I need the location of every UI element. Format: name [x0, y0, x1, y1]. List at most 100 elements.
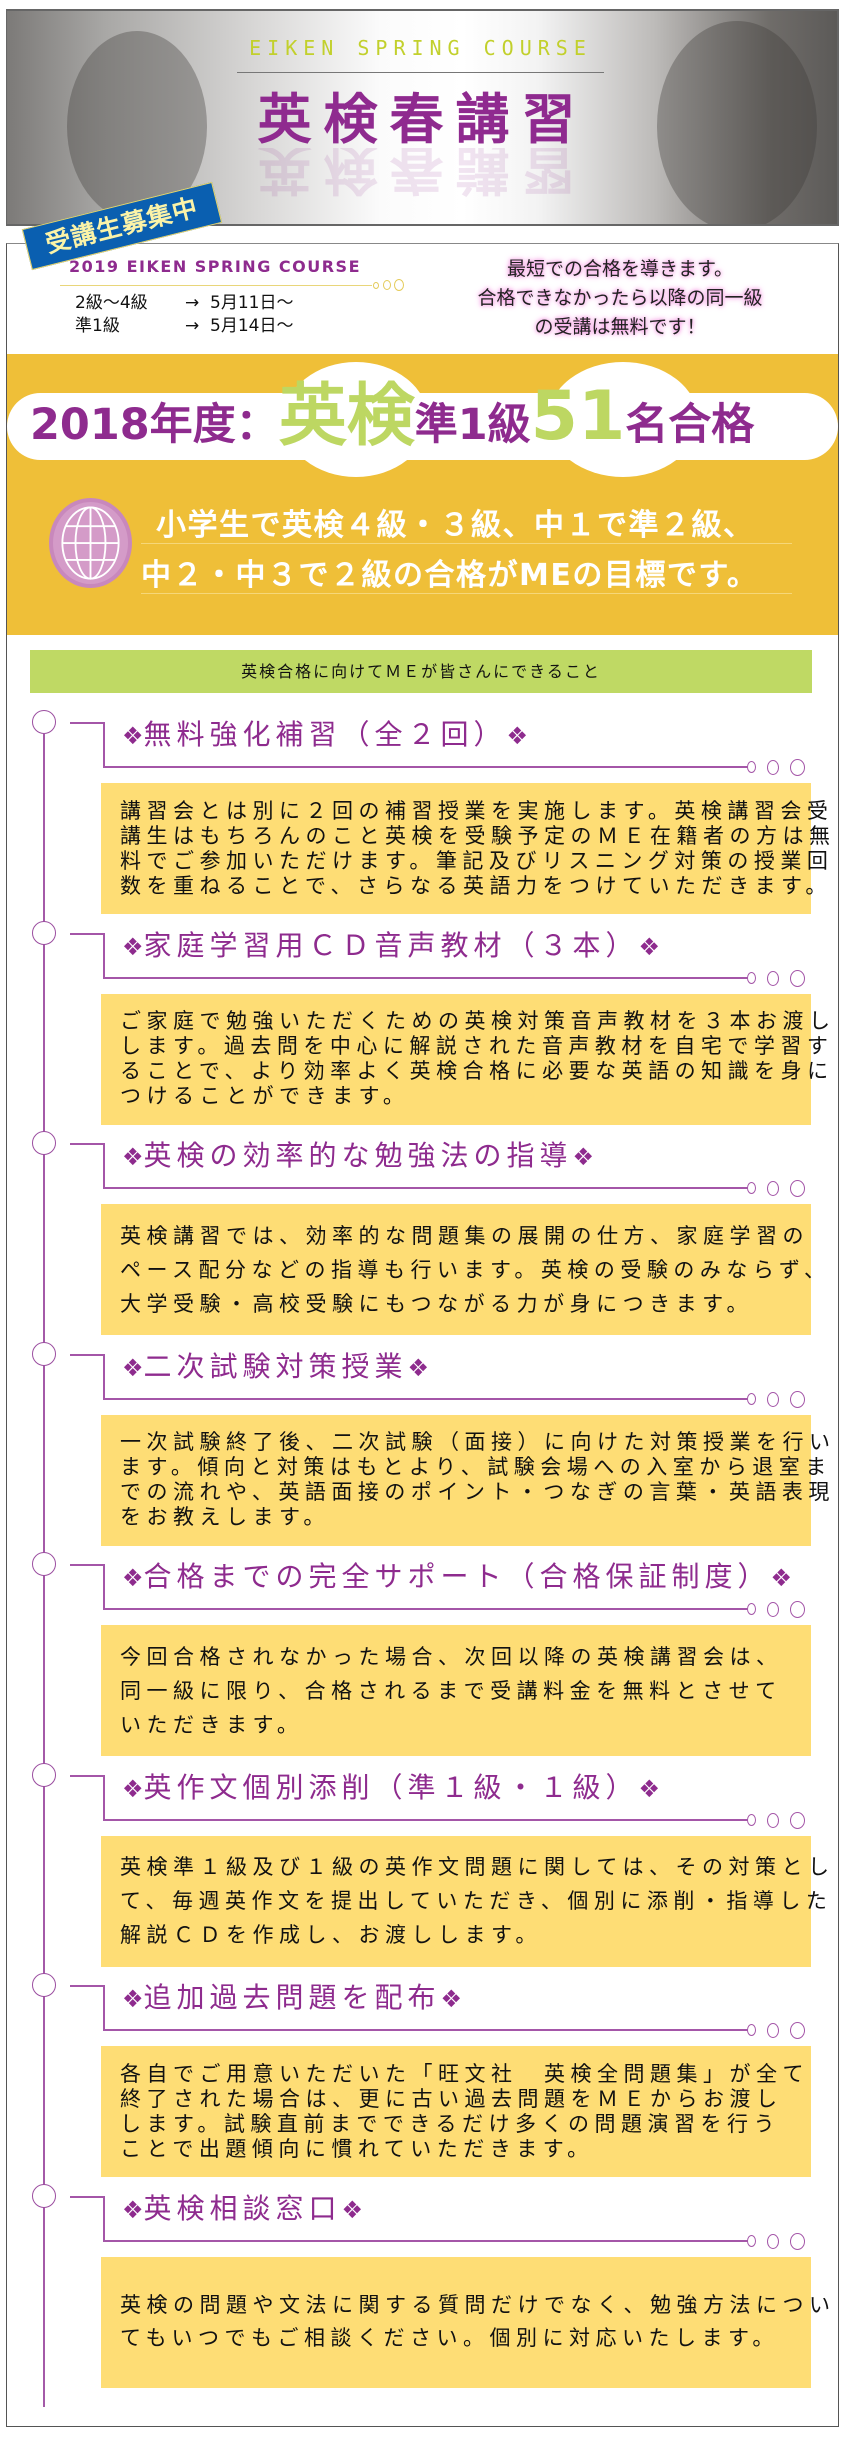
description-line: 英検講習では、効率的な問題集の展開の仕方、家庭学習の: [120, 1223, 809, 1248]
heading-bracket: [70, 1774, 105, 1821]
notice-line: 最短での合格を導きます。: [506, 258, 734, 280]
feature-title-text: 英検の効率的な勉強法の指導: [143, 1139, 573, 1172]
heading-bracket: [70, 1564, 105, 1610]
dot-icon: [747, 761, 756, 773]
notice-line: の受講は無料です！: [534, 316, 706, 338]
schedule-start: 5月14日～: [210, 316, 294, 336]
heading-rule: [103, 2239, 749, 2242]
dot-icon: [394, 279, 404, 291]
goal-underline: [141, 543, 792, 544]
dot-icon: [767, 1181, 779, 1196]
feature-title: ❖無料強化補習（全２回）❖: [122, 718, 528, 753]
heading-bracket: [70, 2195, 105, 2242]
title-divider: [237, 72, 604, 73]
dot-icon: [747, 1182, 756, 1194]
feature-section: ❖二次試験対策授業❖一次試験終了後、二次試験（面接）に向けた対策授業を行います。…: [0, 1341, 842, 1552]
diamond-icon: ❖: [407, 1353, 430, 1382]
cloud-bump: [548, 362, 698, 477]
heading-rule: [103, 1397, 749, 1400]
feature-description: 英検準１級及び１級の英作文問題に関しては、その対策として、毎週英作文を提出してい…: [101, 1835, 835, 1967]
course-year-title: 2019 EIKEN SPRING COURSE: [69, 257, 361, 276]
description-line: します。試験直前までできるだけ多くの問題演習を行う: [120, 2111, 780, 2136]
feature-title: ❖英作文個別添削（準１級・１級）❖: [122, 1771, 660, 1806]
headline-suffix: 名合格: [625, 400, 755, 450]
diamond-icon: ❖: [638, 1774, 661, 1803]
dot-icon: [373, 282, 379, 289]
dot-icon: [767, 1391, 779, 1407]
feature-description: 講習会とは別に２回の補習授業を実施します。英検講習会受講生はもちろんのこと英検を…: [101, 783, 836, 914]
description-line: 一次試験終了後、二次試験（面接）に向けた対策授業を行い: [120, 1430, 836, 1454]
description-line: 今回合格されなかった場合、次回以降の英検講習会は、: [120, 1644, 783, 1669]
dot-icon: [747, 1603, 756, 1615]
dot-icon: [790, 1180, 805, 1197]
arrow-icon: →: [185, 293, 200, 313]
dot-icon: [767, 760, 779, 775]
headline-grade: 準1級: [414, 400, 531, 450]
feature-description: 今回合格されなかった場合、次回以降の英検講習会は、同一級に限り、合格されるまで受…: [101, 1625, 811, 1756]
timeline-node-icon: [32, 2183, 56, 2208]
feature-section: ❖無料強化補習（全２回）❖ 講習会とは別に２回の補習授業を実施します。英検講習会受…: [0, 710, 842, 920]
diamond-icon: ❖: [341, 2195, 364, 2224]
dot-icon: [767, 970, 779, 986]
feature-title: ❖合格までの完全サポート（合格保証制度）❖: [122, 1560, 792, 1595]
timeline-node-icon: [32, 710, 56, 734]
diamond-icon: ❖: [122, 722, 144, 750]
description-line: での流れや、英語面接のポイント・つなぎの言葉・英語表現: [120, 1480, 835, 1504]
headline-eiken: 英検: [278, 377, 415, 456]
description-line: 各自でご用意いただいた「旺文社 英検全問題集」が全て: [120, 2061, 809, 2086]
dot-icon: [747, 1813, 756, 1826]
headline-count: 51: [530, 377, 626, 456]
diamond-icon: ❖: [122, 1985, 144, 2013]
heading-rule: [103, 2029, 749, 2031]
diamond-icon: ❖: [122, 932, 144, 961]
notice-line: 合格できなかったら以降の同一級: [477, 287, 763, 309]
dot-icon: [767, 2233, 779, 2249]
feature-description: 英検講習では、効率的な問題集の展開の仕方、家庭学習のペース配分などの指導も行いま…: [101, 1204, 831, 1335]
heading-rule: [103, 766, 749, 768]
headline-year: 2018年度：: [30, 400, 279, 450]
description-line: 同一級に限り、合格されるまで受講料金を無料とさせて: [120, 1678, 782, 1703]
feature-section: ❖追加過去問題を配布❖ 各自でご用意いただいた「旺文社 英検全問題集」が全て終了さ…: [0, 1973, 842, 2183]
dot-icon: [767, 2023, 779, 2038]
diamond-icon: ❖: [572, 1143, 595, 1171]
heading-rule: [103, 976, 749, 979]
description-line: ペース配分などの指導も行います。英検の受験のみならず、: [120, 1257, 831, 1282]
feature-section: ❖家庭学習用ＣＤ音声教材（３本）❖ご家庭で勉強いただくための英検対策音声教材を３…: [0, 920, 842, 1131]
page-title: 英検春講習: [257, 88, 588, 151]
diamond-icon: ❖: [122, 2195, 144, 2224]
description-line: ことで出題傾向に慣れていただきます。: [120, 2136, 594, 2161]
goal-line-2: 中２・中３で２級の合格がMEの目標です。: [141, 558, 759, 593]
schedule-row: 2級～4級→5月11日～: [75, 292, 293, 314]
feature-section: ❖英検の効率的な勉強法の指導❖ 英検講習では、効率的な問題集の展開の仕方、家庭学習…: [0, 1131, 842, 1341]
page-title-reflection: 英検春講習: [257, 148, 588, 198]
heading-bracket: [70, 1353, 105, 1400]
heading-bracket: [70, 722, 105, 768]
description-line: 英検の問題や文法に関する質問だけでなく、勉強方法につい: [120, 2293, 836, 2317]
student-photo-right: [657, 21, 817, 224]
heading-rule: [103, 1818, 749, 1821]
heading-rule: [103, 1187, 749, 1189]
feature-title-text: 英作文個別添削（準１級・１級）: [143, 1770, 639, 1804]
description-line: 数を重ねることで、さらなる英語力をつけていただきます。: [120, 873, 832, 898]
description-line: ご家庭で勉強いただくための英検対策音声教材を３本お渡し: [120, 1009, 836, 1033]
diamond-icon: ❖: [506, 722, 529, 750]
feature-description: 各自でご用意いただいた「旺文社 英検全問題集」が全て終了された場合は、更に古い過…: [101, 2046, 811, 2177]
goal-underline: [141, 593, 792, 594]
feature-title: ❖英検の効率的な勉強法の指導❖: [122, 1139, 594, 1174]
feature-section: ❖英作文個別添削（準１級・１級）❖ 英検準１級及び１級の英作文問題に関しては、その…: [0, 1762, 842, 1973]
course-divider: [60, 285, 372, 286]
description-line: て、毎週英作文を提出していただき、個別に添削・指導した: [120, 1889, 833, 1913]
feature-title-text: 二次試験対策授業: [143, 1349, 408, 1383]
feature-section: ❖英検相談窓口❖英検の問題や文法に関する質問だけでなく、勉強方法についてもいつで…: [0, 2183, 842, 2394]
description-line: 講習会とは別に２回の補習授業を実施します。英検講習会受: [120, 798, 834, 823]
feature-title: ❖追加過去問題を配布❖: [122, 1981, 462, 2016]
dot-icon: [790, 1811, 805, 1829]
feature-title-text: 無料強化補習（全２回）: [143, 718, 507, 751]
dot-icon: [790, 2022, 805, 2039]
description-line: 英検準１級及び１級の英作文問題に関しては、その対策とし: [120, 1855, 835, 1879]
feature-description: 一次試験終了後、二次試験（面接）に向けた対策授業を行います。傾向と対策はもとより…: [101, 1414, 836, 1546]
description-line: 大学受験・高校受験にもつながる力が身につきます。: [120, 1291, 754, 1316]
description-line: 講生はもちろんのこと英検を受験予定のＭＥ在籍者の方は無: [120, 823, 836, 848]
timeline-node-icon: [32, 1131, 56, 1155]
dot-icon: [790, 2232, 805, 2250]
